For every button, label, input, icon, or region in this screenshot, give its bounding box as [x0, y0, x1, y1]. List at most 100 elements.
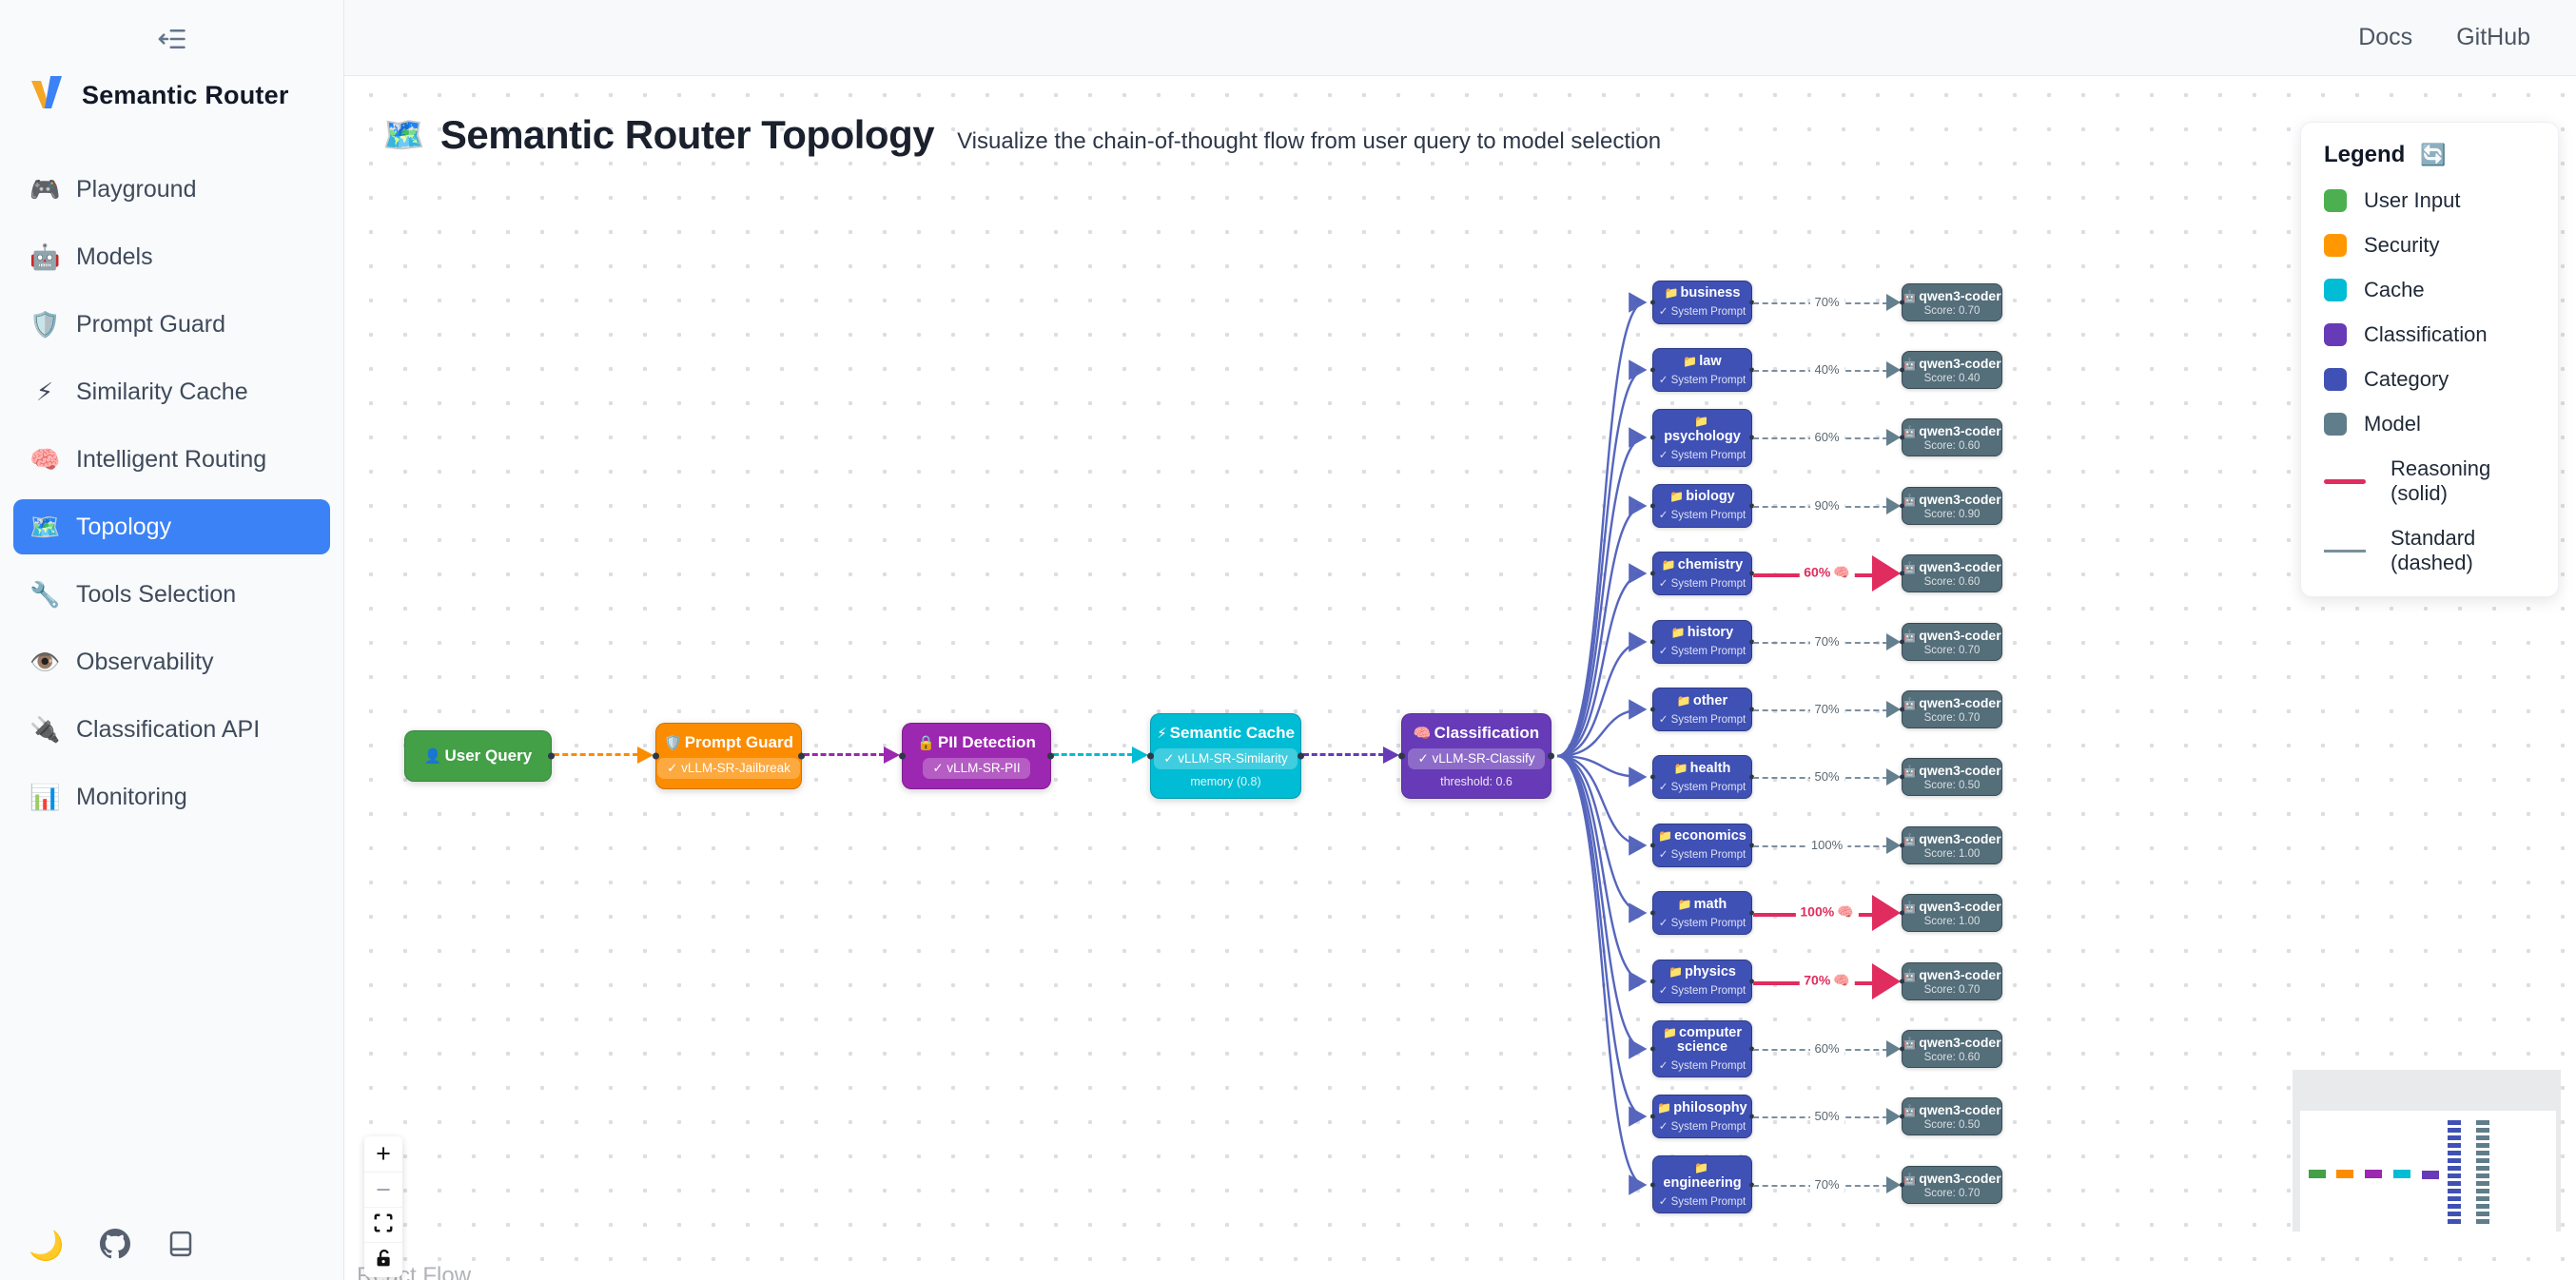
- model-node[interactable]: 🤖qwen3-coder Score: 0.60: [1902, 418, 2002, 457]
- category-model-edge: 50%🧠: [1752, 1095, 1902, 1138]
- edge-arrowhead-icon: [1886, 361, 1901, 379]
- flow-canvas[interactable]: [344, 76, 2576, 1280]
- model-node[interactable]: 🤖qwen3-coder Score: 0.50: [1902, 1097, 2002, 1136]
- sidebar-item[interactable]: 🔌 Classification API: [13, 702, 330, 757]
- sidebar: Semantic Router 🎮 Playground 🤖 Models 🛡️…: [0, 0, 344, 1280]
- model-badge: ✓ vLLM-SR-PII: [923, 758, 1030, 779]
- github-button[interactable]: [100, 1229, 131, 1265]
- model-score: Score: 0.70: [1923, 1187, 1981, 1199]
- category-model-edge: 70%🧠: [1752, 1163, 1902, 1207]
- category-node[interactable]: 📁psychology ✓ System Prompt: [1652, 409, 1752, 467]
- folder-icon: 📁: [1661, 557, 1676, 572]
- theme-toggle-button[interactable]: 🌙: [29, 1232, 64, 1261]
- model-node[interactable]: 🤖qwen3-coder Score: 0.90: [1902, 486, 2002, 525]
- user-query-node[interactable]: 👤User Query: [404, 730, 552, 782]
- model-label: qwen3-coder: [1919, 966, 2001, 982]
- sidebar-item[interactable]: ⚡ Similarity Cache: [13, 364, 330, 419]
- category-model-edge: 90%🧠: [1752, 484, 1902, 528]
- sidebar-item[interactable]: 🎮 Playground: [13, 162, 330, 217]
- lock-button[interactable]: [364, 1242, 402, 1277]
- model-label: qwen3-coder: [1919, 899, 2001, 915]
- legend-label: Security: [2364, 233, 2440, 257]
- docs-book-button[interactable]: [166, 1230, 195, 1264]
- sidebar-item[interactable]: 🧠 Intelligent Routing: [13, 432, 330, 487]
- legend-panel: Legend 🔄 User Input Security Cache: [2300, 122, 2559, 597]
- plus-icon: +: [376, 1139, 391, 1168]
- model-node[interactable]: 🤖qwen3-coder Score: 1.00: [1902, 894, 2002, 933]
- model-node[interactable]: 🤖qwen3-coder Score: 0.60: [1902, 1029, 2002, 1068]
- model-node[interactable]: 🤖qwen3-coder Score: 0.70: [1902, 690, 2002, 729]
- edge-arrowhead-icon: [1886, 1108, 1901, 1126]
- sidebar-item[interactable]: 🔧 Tools Selection: [13, 567, 330, 622]
- category-node[interactable]: 📁math ✓ System Prompt: [1652, 891, 1752, 936]
- sidebar-item-icon: 🔌: [29, 714, 61, 744]
- zoom-in-button[interactable]: +: [364, 1136, 402, 1172]
- model-node[interactable]: 🤖qwen3-coder Score: 1.00: [1902, 825, 2002, 864]
- zoom-out-button[interactable]: −: [364, 1172, 402, 1207]
- legend-label: Classification: [2364, 322, 2488, 346]
- system-prompt-label: ✓ System Prompt: [1658, 306, 1747, 319]
- semantic-cache-node[interactable]: ⚡Semantic Cache ✓ vLLM-SR-Similarity mem…: [1150, 713, 1301, 799]
- sidebar-item[interactable]: 🛡️ Prompt Guard: [13, 297, 330, 352]
- category-node[interactable]: 📁other ✓ System Prompt: [1652, 688, 1752, 732]
- category-node[interactable]: 📁physics ✓ System Prompt: [1652, 959, 1752, 1003]
- sidebar-item[interactable]: 🗺️ Topology: [13, 499, 330, 554]
- model-node[interactable]: 🤖qwen3-coder Score: 0.70: [1902, 1165, 2002, 1204]
- category-node[interactable]: 📁business ✓ System Prompt: [1652, 280, 1752, 324]
- category-node[interactable]: 📁economics ✓ System Prompt: [1652, 823, 1752, 867]
- model-node[interactable]: 🤖qwen3-coder Score: 0.70: [1902, 961, 2002, 1000]
- category-label: physics: [1684, 964, 1736, 980]
- legend-title: Legend: [2324, 142, 2406, 167]
- category-node[interactable]: 📁chemistry ✓ System Prompt: [1652, 552, 1752, 596]
- edge-arrowhead-icon: [1886, 768, 1901, 786]
- folder-icon: 📁: [1694, 415, 1708, 429]
- system-prompt-label: ✓ System Prompt: [1658, 374, 1747, 386]
- sidebar-item-icon: 🗺️: [29, 512, 61, 541]
- category-row: 📁business ✓ System Prompt 70%🧠 🤖qwen3-co…: [1652, 268, 2002, 336]
- category-node[interactable]: 📁engineering ✓ System Prompt: [1652, 1155, 1752, 1214]
- robot-icon: 🤖: [1903, 629, 1918, 643]
- fit-view-button[interactable]: [364, 1207, 402, 1242]
- model-score: Score: 0.70: [1923, 712, 1981, 725]
- category-node[interactable]: 📁law ✓ System Prompt: [1652, 348, 1752, 393]
- sidebar-item-icon: 👁️: [29, 647, 61, 676]
- pii-detection-node[interactable]: 🔒PII Detection ✓ vLLM-SR-PII: [902, 723, 1051, 789]
- model-node[interactable]: 🤖qwen3-coder Score: 0.50: [1902, 758, 2002, 797]
- classification-node[interactable]: 🧠Classification ✓ vLLM-SR-Classify thres…: [1401, 713, 1551, 799]
- prompt-guard-node[interactable]: 🛡️Prompt Guard ✓ vLLM-SR-Jailbreak: [655, 723, 802, 789]
- model-node[interactable]: 🤖qwen3-coder Score: 0.70: [1902, 622, 2002, 661]
- category-node[interactable]: 📁history ✓ System Prompt: [1652, 619, 1752, 664]
- category-label: philosophy: [1673, 1099, 1747, 1115]
- lightning-icon: ⚡: [1157, 726, 1167, 742]
- model-node[interactable]: 🤖qwen3-coder Score: 0.40: [1902, 351, 2002, 390]
- category-node[interactable]: 📁biology ✓ System Prompt: [1652, 483, 1752, 528]
- minimap[interactable]: [2293, 1070, 2561, 1232]
- category-node[interactable]: 📁philosophy ✓ System Prompt: [1652, 1095, 1752, 1139]
- model-score: Score: 0.90: [1923, 508, 1981, 520]
- folder-icon: 📁: [1677, 897, 1692, 911]
- sidebar-item-icon: 🧠: [29, 444, 61, 474]
- sidebar-item[interactable]: 📊 Monitoring: [13, 769, 330, 824]
- category-row: 📁philosophy ✓ System Prompt 50%🧠 🤖qwen3-…: [1652, 1083, 2002, 1151]
- model-label: qwen3-coder: [1919, 287, 2001, 303]
- model-node[interactable]: 🤖qwen3-coder Score: 0.70: [1902, 282, 2002, 321]
- minimap-node-classification: [2422, 1171, 2439, 1179]
- folder-icon: 📁: [1657, 1100, 1672, 1115]
- edge-confidence-label: 50%🧠: [1809, 768, 1844, 785]
- edge-arrowhead-icon: [1886, 496, 1901, 514]
- docs-link[interactable]: Docs: [2358, 24, 2413, 50]
- edge-confidence-label: 70%🧠: [1809, 632, 1844, 650]
- minus-icon: −: [376, 1174, 391, 1204]
- app-title: Semantic Router: [82, 81, 289, 109]
- category-node[interactable]: 📁health ✓ System Prompt: [1652, 755, 1752, 800]
- node-meta: threshold: 0.6: [1440, 775, 1512, 788]
- category-node[interactable]: 📁computer science ✓ System Prompt: [1652, 1019, 1752, 1078]
- category-model-edge: 60%🧠: [1752, 416, 1902, 459]
- github-link[interactable]: GitHub: [2456, 24, 2530, 50]
- sidebar-item[interactable]: 👁️ Observability: [13, 634, 330, 689]
- robot-icon: 🤖: [1903, 832, 1918, 846]
- model-node[interactable]: 🤖qwen3-coder Score: 0.60: [1902, 554, 2002, 593]
- category-label: engineering: [1663, 1175, 1742, 1192]
- collapse-sidebar-button[interactable]: [151, 21, 193, 59]
- sidebar-item[interactable]: 🤖 Models: [13, 229, 330, 284]
